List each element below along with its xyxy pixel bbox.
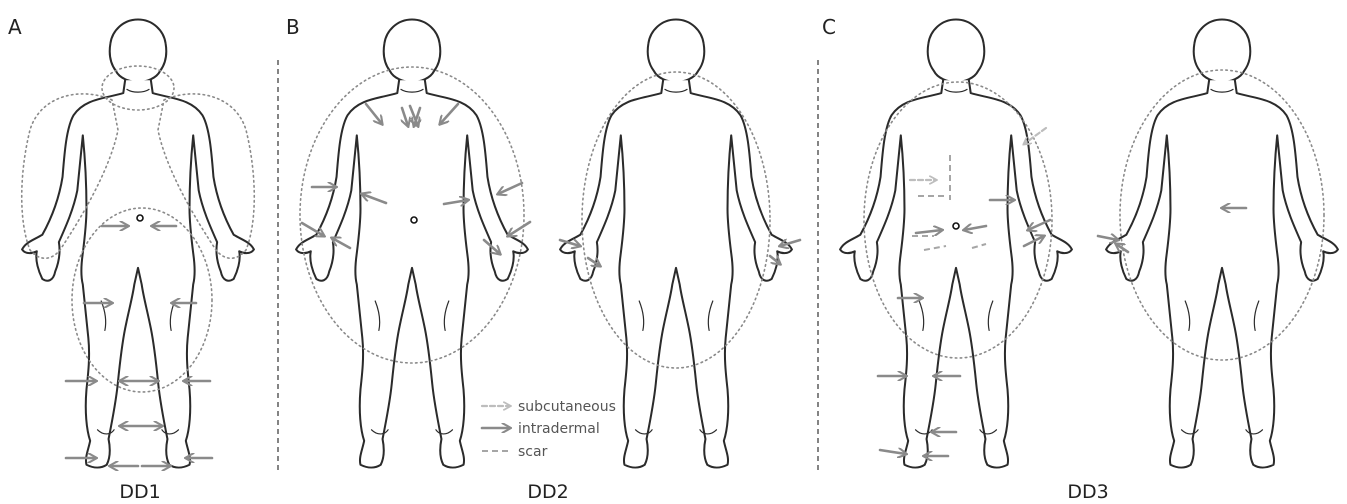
legend-subcutaneous-label: subcutaneous	[518, 399, 616, 415]
arrow-intradermal	[332, 238, 350, 248]
body-front-b	[296, 19, 528, 467]
legend: subcutaneous intradermal scar	[482, 399, 616, 460]
legend-intradermal-label: intradermal	[518, 421, 600, 437]
panel-caption-dd2: DD2	[527, 481, 568, 503]
body-front-c	[840, 19, 1072, 467]
arrow-intradermal	[880, 450, 906, 454]
navel-marker	[411, 217, 417, 223]
panel-c	[840, 19, 1338, 467]
panel-label-b: B	[286, 15, 300, 39]
navel-marker	[137, 215, 143, 221]
legend-scar-label: scar	[518, 444, 548, 460]
panel-caption-dd1: DD1	[119, 481, 160, 503]
arrow-intradermal	[508, 222, 530, 236]
body-back-c	[1106, 19, 1338, 467]
panel-label-c: C	[822, 15, 836, 39]
panel-a	[22, 19, 255, 467]
arrow-intradermal	[498, 183, 522, 194]
panel-b: subcutaneous intradermal scar	[296, 19, 800, 467]
body-front-a	[22, 19, 254, 467]
navel-marker	[953, 223, 959, 229]
panel-caption-dd3: DD3	[1067, 481, 1108, 503]
panel-label-a: A	[8, 15, 22, 39]
arrow-intradermal	[1098, 236, 1118, 240]
